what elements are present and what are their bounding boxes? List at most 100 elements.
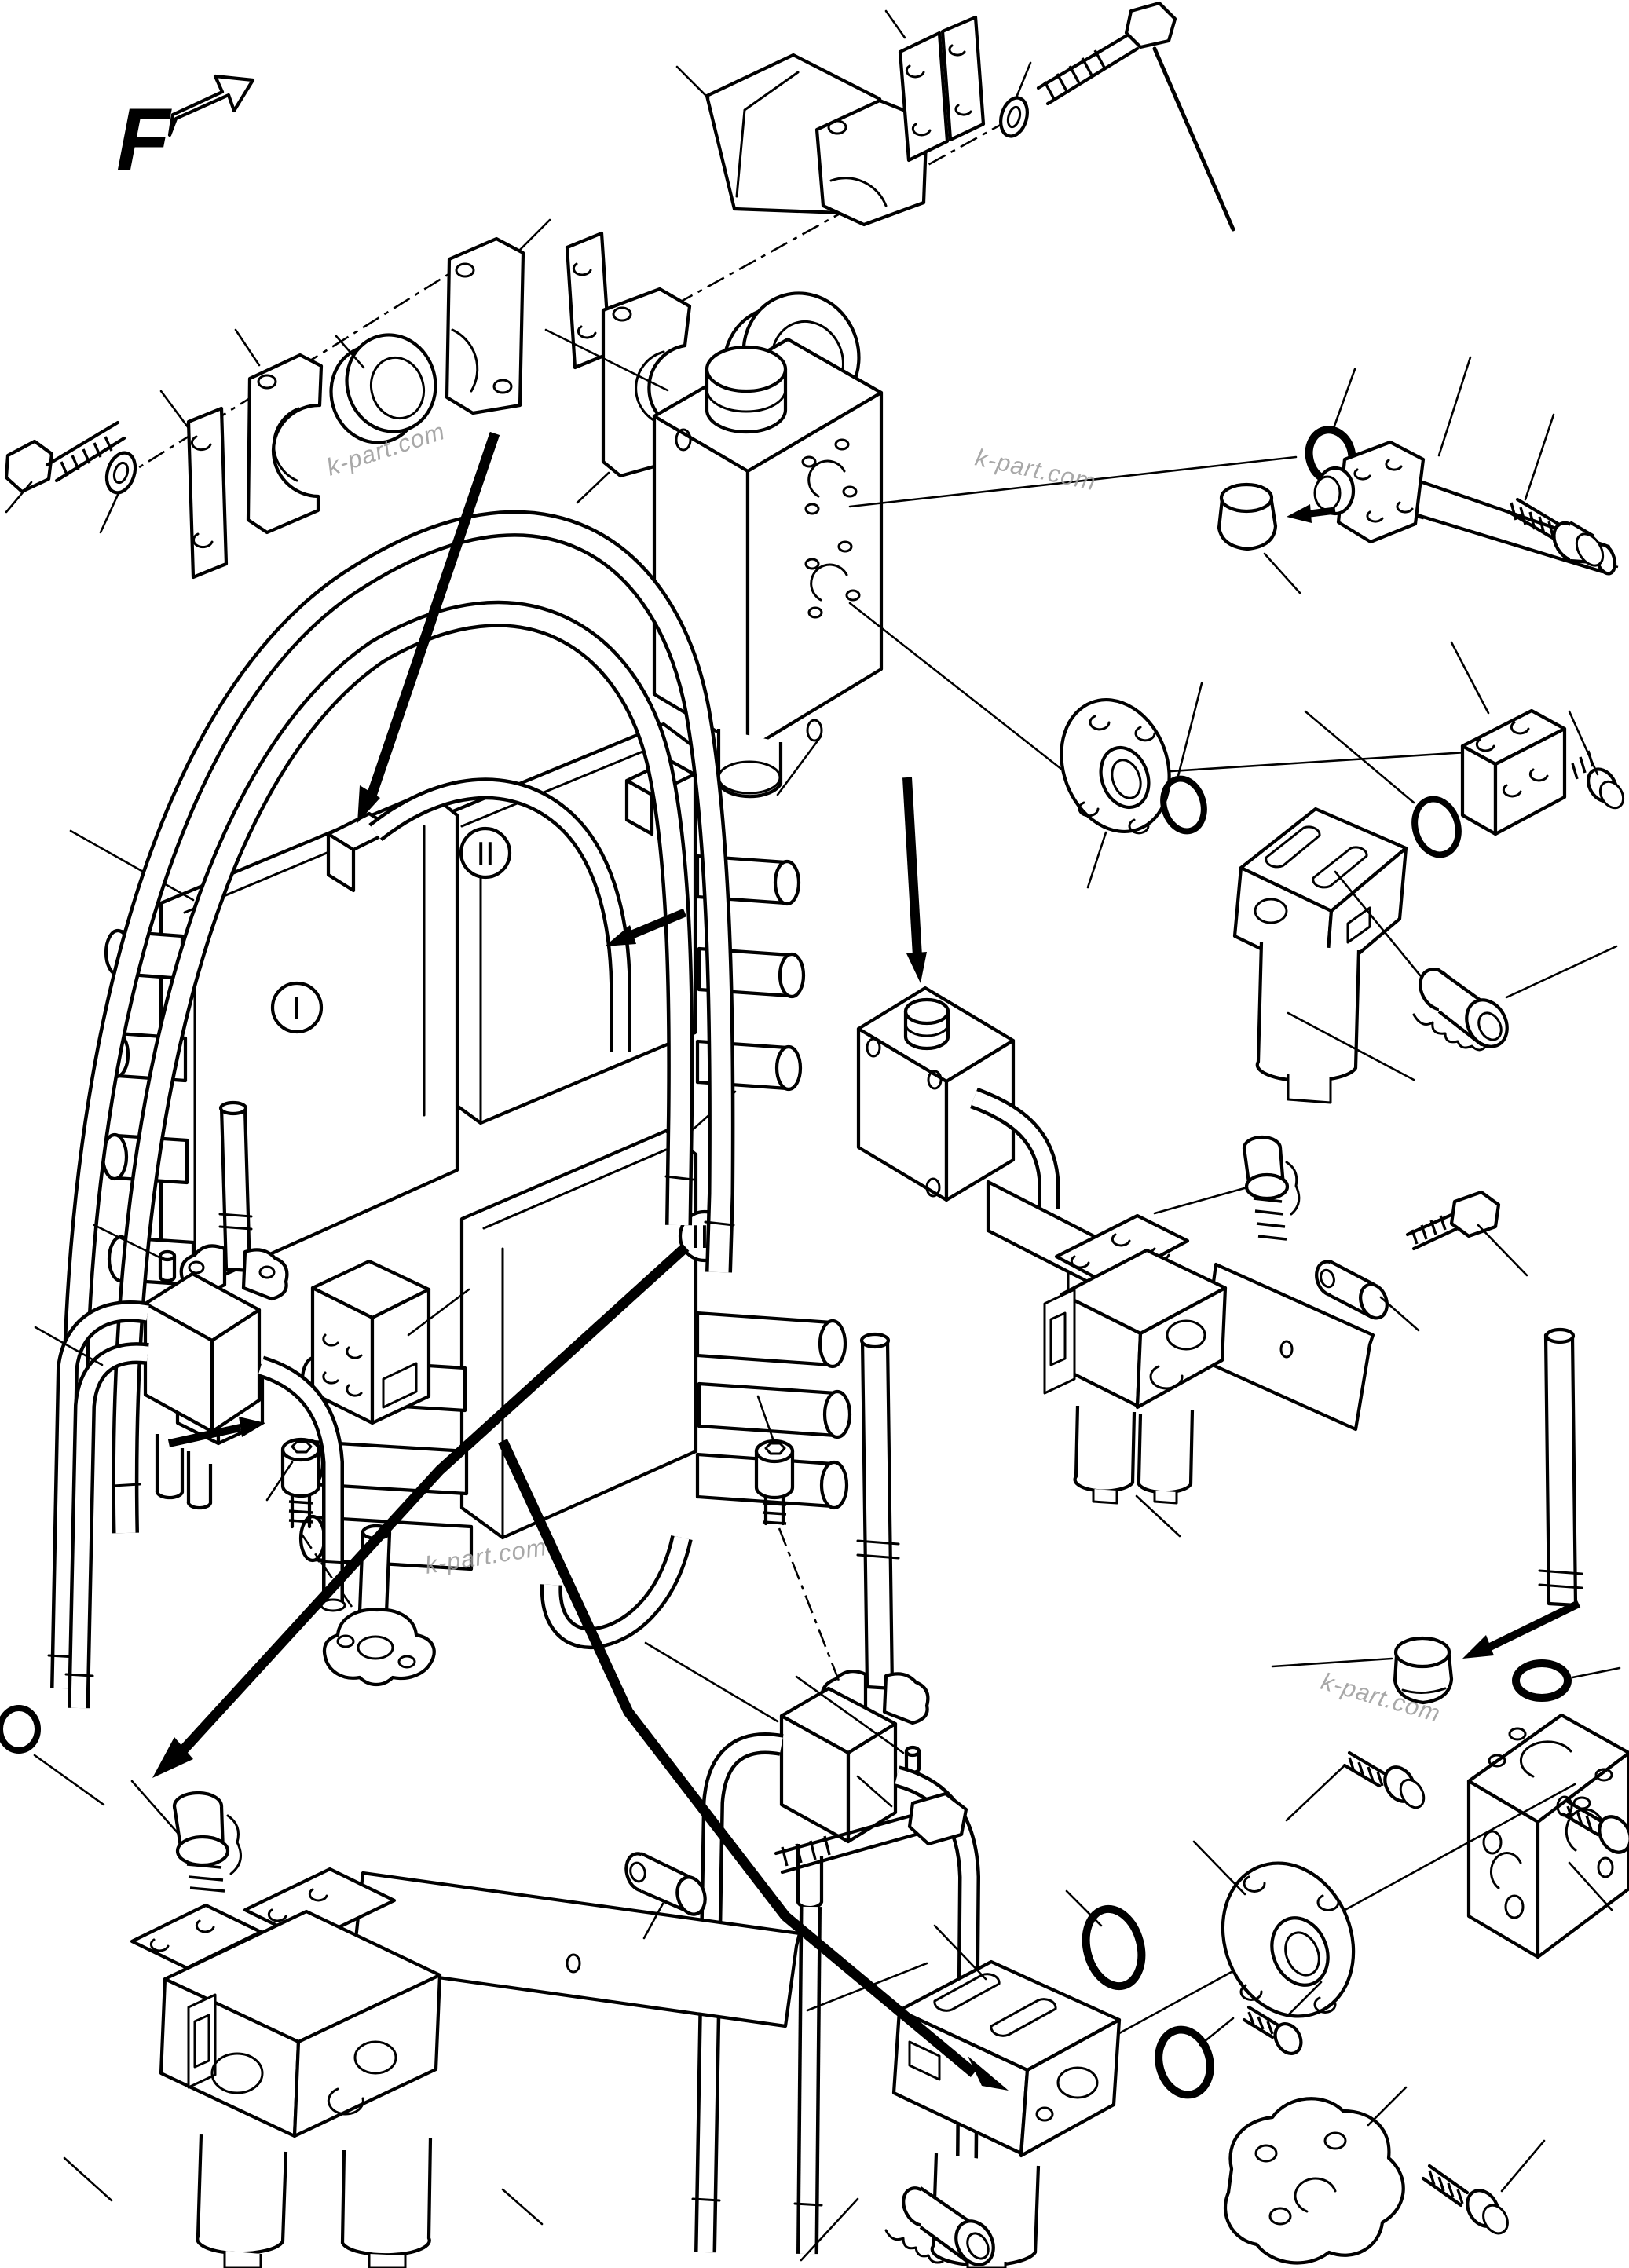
clamp-half: [814, 98, 929, 227]
block-port-cluster: [804, 540, 861, 619]
view-direction-reference: F: [116, 74, 255, 188]
port-stub: [796, 1844, 824, 1910]
view-direction-label: F: [116, 90, 172, 188]
filter-bowl: [1255, 942, 1361, 1104]
leader-lines: [1086, 641, 1618, 1081]
filter-head: [891, 1959, 1122, 2158]
bracket-detail: [735, 71, 800, 198]
leader-lines: [800, 1840, 1546, 2262]
hydraulic-hose: [970, 1087, 1060, 1209]
socket-head-bolt: [1561, 1799, 1629, 1854]
plug-fitting: [1217, 482, 1278, 551]
callout-label-I: I: [292, 990, 302, 1026]
washer-hole: [1006, 105, 1022, 129]
duplex-filter-body: [130, 1867, 442, 2268]
leader-lines: [5, 218, 551, 534]
leader-lines: [1135, 1186, 1528, 1538]
duplex-filter-body: [1043, 1213, 1228, 1505]
o-ring: [1512, 1659, 1572, 1702]
hydraulic-hose: [112, 600, 694, 1534]
socket-head-bolt: [1242, 2005, 1303, 2055]
locator-arrow: [605, 908, 687, 946]
cover-plate: [1223, 2097, 1405, 2265]
hex-bolt: [774, 1791, 968, 1875]
port-stub: [155, 1434, 185, 1500]
filter-flange: [1221, 1861, 1356, 2018]
dowel-pin: [158, 1249, 177, 1283]
block-hole: [675, 428, 692, 452]
manifold-cube-cluster: [1271, 1327, 1629, 1959]
spacer-bushing: [624, 1852, 707, 1916]
washer: [104, 451, 137, 495]
steel-pipe: [218, 1100, 253, 1273]
socket-head-bolt: [1421, 2164, 1509, 2235]
locator-arrow: [498, 1439, 1009, 2091]
callout-bank-1: I: [270, 981, 324, 1034]
locator-arrow: [902, 777, 927, 983]
locator-arrow: [1287, 504, 1336, 523]
block-hole: [806, 719, 823, 742]
filter-flange: [1060, 697, 1171, 835]
manifold-cube: [1466, 1713, 1629, 1959]
o-ring: [1411, 796, 1462, 858]
view-direction-arrow-icon: [167, 74, 255, 137]
locator-arrow: [357, 431, 500, 823]
junction-block-left: [0, 1100, 470, 1806]
control-valve-banks: I II III: [69, 722, 852, 1571]
leader-lines: [1271, 1657, 1621, 1911]
clamp-half: [246, 353, 324, 535]
locator-arrow: [152, 1243, 690, 1778]
hex-bolt: [1036, 1, 1177, 106]
callout-label-II: II: [476, 835, 494, 872]
socket-head-bolt: [1342, 1750, 1426, 1809]
leader-lines: [33, 1224, 470, 1806]
quick-coupler: [1412, 968, 1509, 1052]
solenoid-can: [697, 1381, 852, 1439]
block-lower-boss: [716, 729, 783, 799]
pilot-valve-center: [856, 986, 1118, 1329]
hydraulic-hose: [368, 777, 631, 1052]
hydraulic-hose: [257, 1355, 349, 1612]
socket-head-bolt: [1571, 750, 1625, 810]
steel-pipe: [856, 1332, 900, 1691]
o-ring: [1155, 2025, 1214, 2099]
pipe-clamp-assembly-upper-left: [4, 218, 551, 580]
locator-arrow: [1462, 1600, 1581, 1659]
solenoid-can: [695, 1311, 847, 1369]
steel-pipe: [1538, 1327, 1583, 1608]
o-ring: [1082, 1904, 1146, 1991]
spacer-bushing: [1315, 1260, 1389, 1320]
o-ring: [1160, 775, 1207, 835]
hex-bolt: [1405, 1190, 1501, 1251]
leader-lines: [644, 1395, 905, 1754]
explode-axis: [117, 256, 476, 482]
callout-bank-2: II: [459, 826, 512, 880]
hydraulic-hose: [691, 1732, 784, 2253]
leader-lines: [63, 1775, 928, 2226]
watermark-text: k-part.com: [973, 444, 1099, 496]
locator-arrows: [152, 431, 1581, 2091]
leader-lines: [576, 9, 1235, 504]
hex-bolt: [4, 420, 126, 494]
leader-line: [69, 829, 195, 902]
breather-fitting: [1242, 1135, 1301, 1241]
hydraulic-hose: [64, 1342, 149, 1709]
quick-coupler: [884, 2186, 995, 2266]
o-ring: [0, 1705, 41, 1754]
leader-lines: [1263, 356, 1555, 594]
breather-fitting: [172, 1791, 242, 1893]
block-boss-cylinder: [705, 345, 788, 434]
pipe-sleeve: [329, 333, 437, 444]
inline-filter-assembly-right: [1060, 641, 1625, 1104]
hydraulic-hose: [793, 1906, 823, 2255]
clamp-half: [445, 236, 525, 415]
port-stub: [186, 1451, 213, 1510]
mounting-plate: [1460, 708, 1567, 836]
filter-assembly-bottom-right: [800, 1783, 1576, 2268]
plug-fitting: [1393, 1636, 1454, 1705]
clamp-plate: [186, 406, 229, 580]
washer-hole: [112, 461, 130, 485]
block-port-cluster: [801, 438, 858, 515]
fitting-row-upper-right: [1217, 356, 1619, 594]
socket-head-bolt: [280, 1437, 353, 1608]
